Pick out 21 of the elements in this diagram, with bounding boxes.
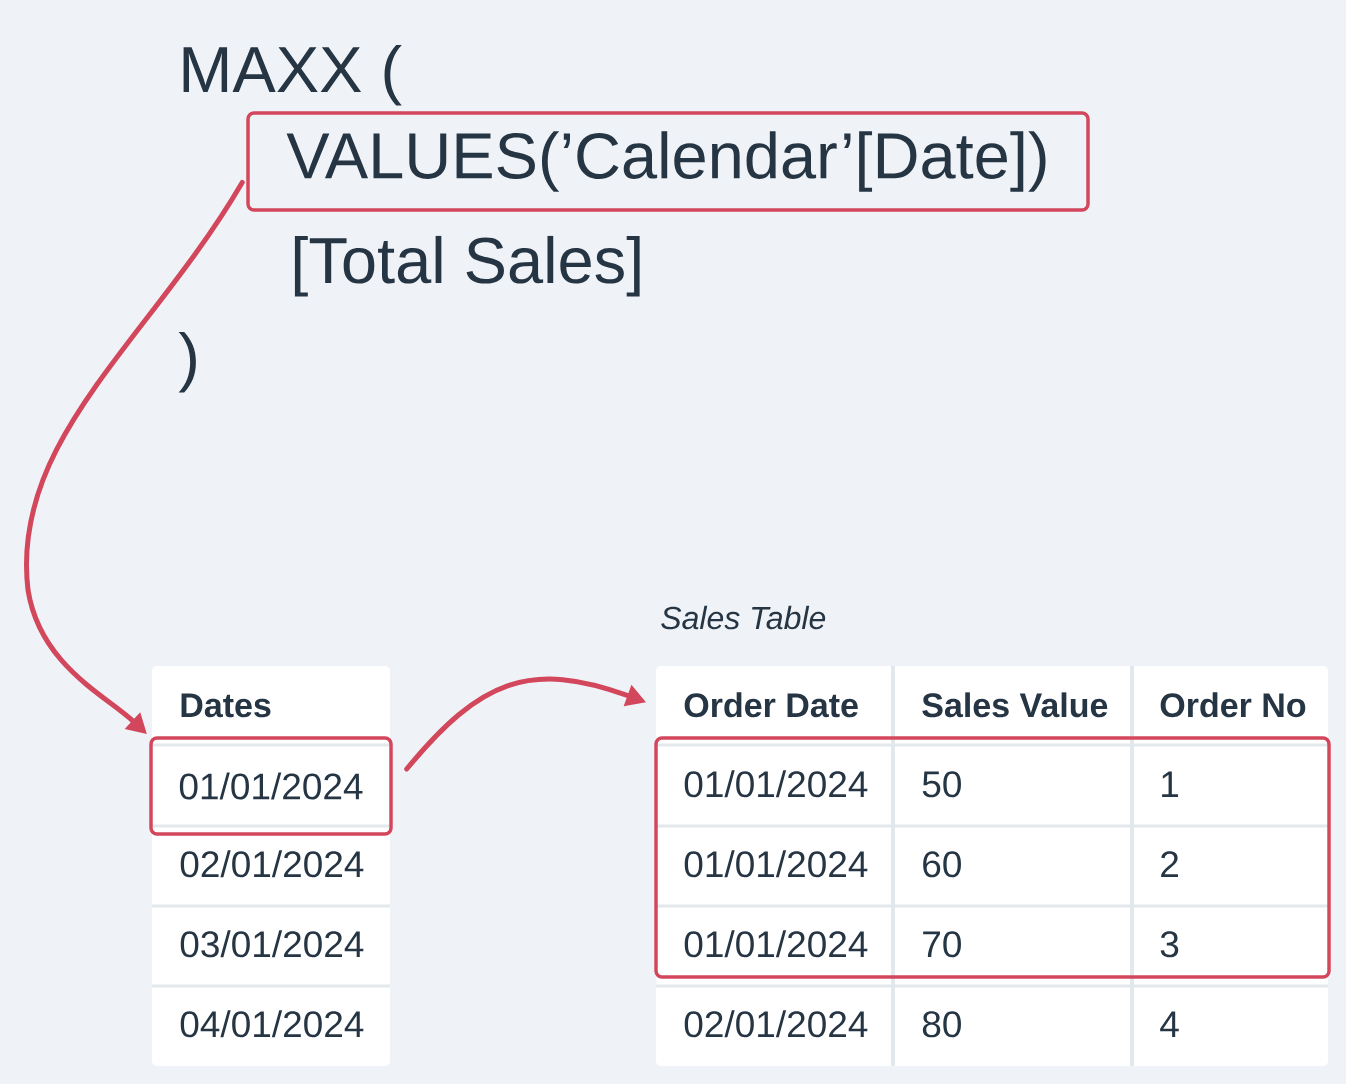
highlight-box: 01/01/2024 [149, 736, 393, 836]
table-value: 01/01/2024 [684, 850, 868, 878]
highlight-box [654, 736, 1331, 979]
arrow [24, 179, 245, 734]
table-value: 04/01/2024 [180, 1010, 364, 1038]
highlight-box: VALUES(’Calendar’[Date]) [246, 111, 1090, 212]
code-line: MAXX ( [183, 44, 402, 106]
table-value: 80 [922, 1011, 961, 1038]
table-value: 50 [922, 771, 961, 798]
table-value: 3 [1160, 931, 1179, 958]
table-value: 03/01/2024 [180, 930, 364, 958]
table-value: 2 [1161, 851, 1178, 877]
table-value: 01/01/2024 [684, 930, 868, 958]
table-value: 1 [1162, 771, 1179, 797]
table-value: 60 [923, 851, 961, 878]
table-title: Sales Table [661, 605, 826, 630]
code-line: ) [178, 331, 196, 393]
table-value: 70 [923, 931, 961, 958]
column-header: Dates [181, 693, 271, 718]
table-value: 01/01/2024 [684, 770, 868, 798]
table-value: 4 [1160, 1011, 1179, 1037]
